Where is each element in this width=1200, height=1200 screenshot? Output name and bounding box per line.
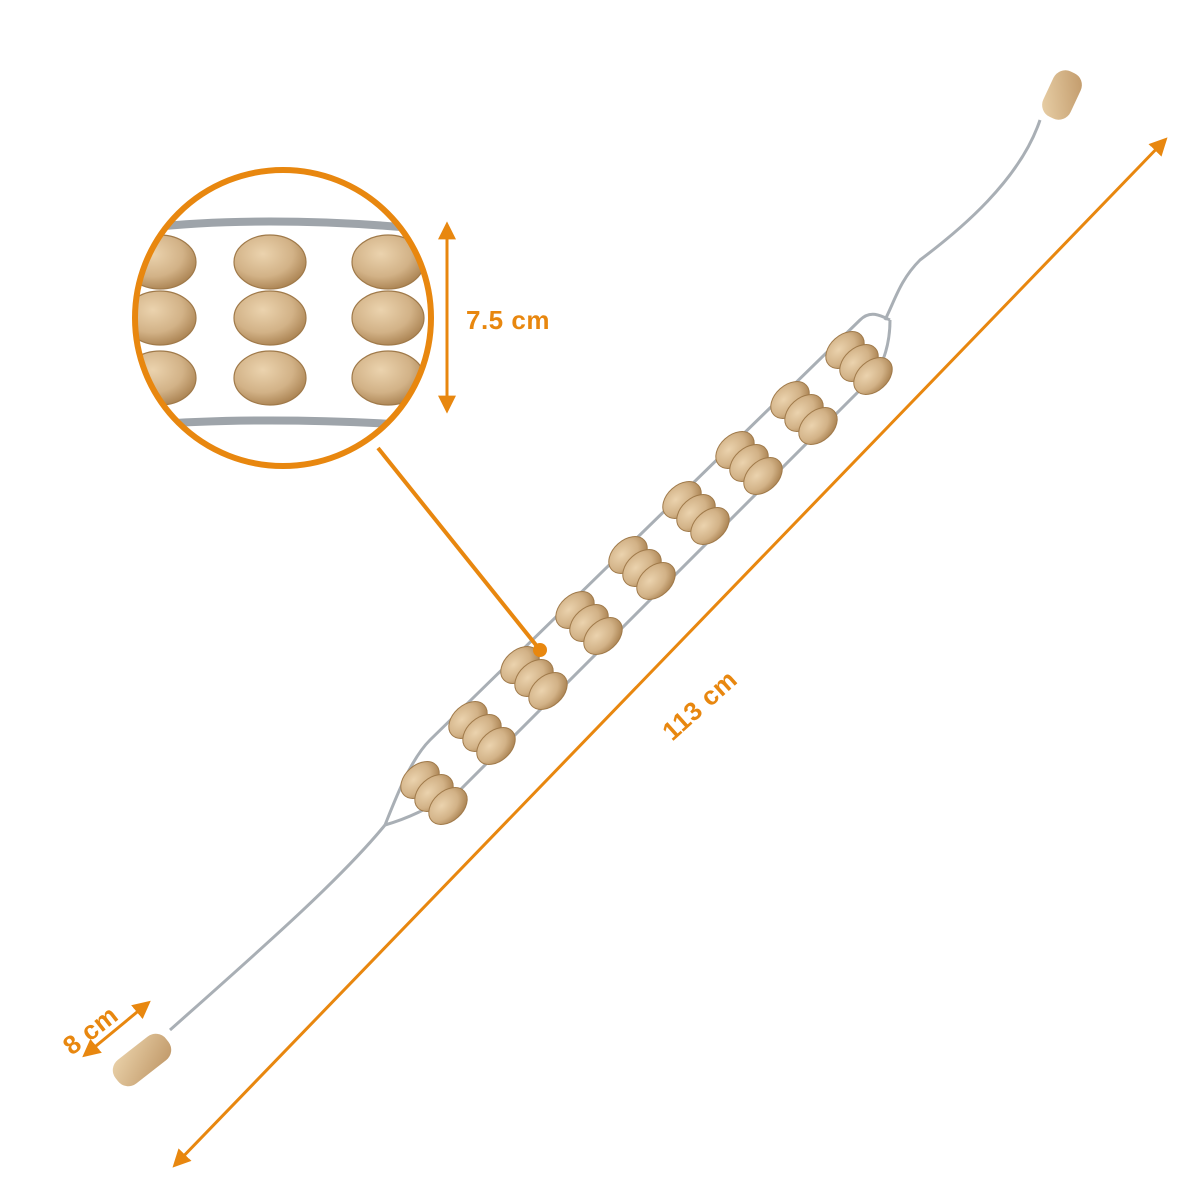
top-cord (883, 119, 1042, 321)
callout-dot (533, 643, 547, 657)
rollers-group (400, 331, 893, 825)
length-dimension-arrow (172, 137, 1168, 1168)
roller (662, 481, 730, 545)
roller (448, 701, 516, 765)
zoom-circle (132, 167, 434, 469)
roller (400, 761, 468, 825)
top-handle (1042, 70, 1082, 120)
roller (500, 646, 568, 710)
roller (770, 381, 838, 445)
handle-dimension-arrow (82, 1000, 151, 1058)
roller (715, 431, 783, 495)
zoom-bead-center (233, 234, 307, 406)
roller (825, 331, 893, 395)
callout-line (376, 446, 542, 652)
zoom-bead-right (351, 234, 425, 406)
bottom-cord (169, 824, 387, 1032)
roller-height-label: 7.5 cm (466, 305, 550, 335)
roller (555, 591, 623, 655)
roller (608, 536, 676, 600)
bottom-handle (112, 1033, 172, 1087)
